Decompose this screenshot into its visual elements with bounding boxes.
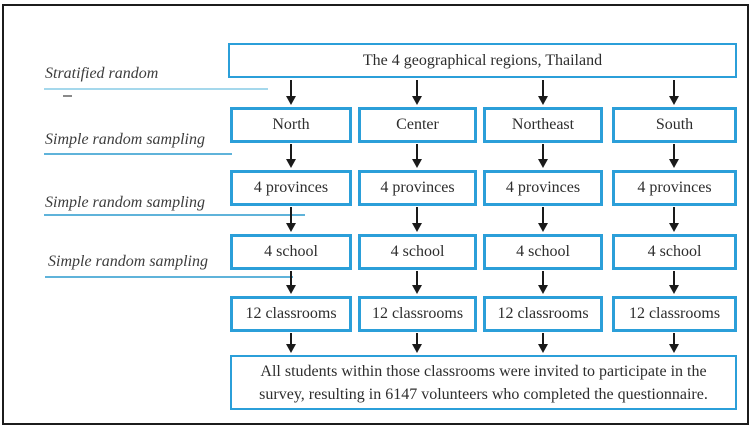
label-underline-2 <box>44 153 232 155</box>
region-label: Northeast <box>511 116 575 133</box>
classrooms-label: 12 classrooms <box>371 305 464 322</box>
box-region-northeast: Northeast <box>483 107 603 143</box>
arrow-down-icon <box>537 333 549 353</box>
arrow-down-icon <box>537 144 549 168</box>
arrow-down-icon <box>411 144 423 168</box>
box-geographical-regions: The 4 geographical regions, Thailand <box>228 43 737 78</box>
label-simple-random-sampling-2: Simple random sampling <box>45 194 205 211</box>
arrow-down-icon <box>668 333 680 353</box>
arrow-down-icon <box>411 207 423 232</box>
arrow-down-icon <box>411 333 423 353</box>
box-provinces-center: 4 provinces <box>358 170 477 206</box>
arrow-down-icon <box>411 80 423 105</box>
classrooms-label: 12 classrooms <box>497 305 589 322</box>
box-classrooms-south: 12 classrooms <box>612 296 737 332</box>
region-label: Center <box>396 116 439 133</box>
arrow-down-icon <box>285 80 297 105</box>
box-summary: All students within those classrooms wer… <box>230 355 737 410</box>
top-box-label: The 4 geographical regions, Thailand <box>362 51 603 69</box>
box-schools-center: 4 school <box>358 234 477 270</box>
box-classrooms-center: 12 classrooms <box>358 296 477 332</box>
box-region-south: South <box>612 107 737 143</box>
classrooms-label: 12 classrooms <box>628 305 721 322</box>
box-region-center: Center <box>358 107 477 143</box>
arrow-down-icon <box>537 207 549 232</box>
schools-label: 4 school <box>516 243 570 260</box>
box-classrooms-northeast: 12 classrooms <box>483 296 603 332</box>
label-simple-random-sampling-1: Simple random sampling <box>45 131 205 148</box>
label-underline-3 <box>44 214 305 216</box>
classrooms-label: 12 classrooms <box>245 305 337 322</box>
arrow-down-icon <box>285 333 297 353</box>
box-schools-north: 4 school <box>230 234 352 270</box>
label-simple-random-sampling-3: Simple random sampling <box>48 253 208 270</box>
schools-label: 4 school <box>264 243 318 260</box>
provinces-label: 4 provinces <box>380 179 455 196</box>
arrow-down-icon <box>537 80 549 105</box>
box-schools-south: 4 school <box>612 234 737 270</box>
clipped-text-artifact <box>63 95 72 97</box>
arrow-down-icon <box>411 271 423 294</box>
region-label: North <box>272 116 310 133</box>
box-provinces-south: 4 provinces <box>612 170 737 206</box>
label-underline-1 <box>44 88 268 90</box>
arrow-down-icon <box>668 271 680 294</box>
box-classrooms-north: 12 classrooms <box>230 296 352 332</box>
region-label: South <box>655 116 694 133</box>
arrow-down-icon <box>285 144 297 168</box>
arrow-down-icon <box>285 207 297 232</box>
summary-line-2: survey, resulting in 6147 volunteers who… <box>259 385 708 403</box>
label-underline-4 <box>45 276 293 278</box>
box-provinces-northeast: 4 provinces <box>483 170 603 206</box>
arrow-down-icon <box>668 207 680 232</box>
arrow-down-icon <box>537 271 549 294</box>
arrow-down-icon <box>285 271 297 294</box>
schools-label: 4 school <box>390 243 445 260</box>
arrow-down-icon <box>668 144 680 168</box>
provinces-label: 4 provinces <box>253 179 329 196</box>
summary-text: All students within those classrooms wer… <box>232 360 735 406</box>
arrow-down-icon <box>668 80 680 105</box>
provinces-label: 4 provinces <box>637 179 712 196</box>
schools-label: 4 school <box>647 243 702 260</box>
box-region-north: North <box>230 107 352 143</box>
box-schools-northeast: 4 school <box>483 234 603 270</box>
summary-line-1: All students within those classrooms wer… <box>260 362 707 380</box>
provinces-label: 4 provinces <box>505 179 581 196</box>
label-stratified-random: Stratified random <box>45 65 159 82</box>
box-provinces-north: 4 provinces <box>230 170 352 206</box>
